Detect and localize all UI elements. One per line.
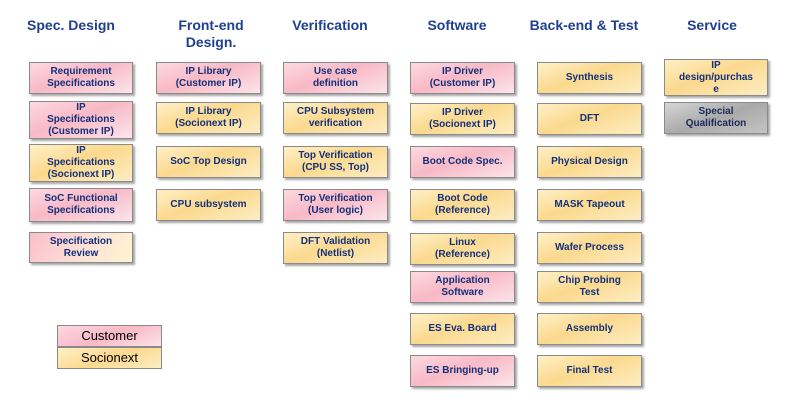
box-es-bringing-up: ES Bringing-up — [410, 355, 515, 387]
box-top-verification-user-logic: Top Verification (User logic) — [283, 189, 388, 221]
column-header-spec-design: Spec. Design — [27, 17, 115, 33]
column-header-back-end-test: Back-end & Test — [529, 17, 639, 33]
column-header-software: Software — [427, 17, 487, 33]
box-es-eva-board: ES Eva. Board — [410, 313, 515, 345]
box-wafer-process: Wafer Process — [537, 232, 642, 264]
box-ip-library-customer: IP Library (Customer IP) — [156, 62, 261, 94]
box-soc-top-design: SoC Top Design — [156, 146, 261, 178]
box-application-software: Application Software — [410, 271, 515, 303]
box-physical-design: Physical Design — [537, 146, 642, 178]
box-ip-specifications-customer: IP Specifications (Customer IP) — [29, 101, 133, 139]
column-header-front-end-design: Front-end Design. — [178, 17, 244, 50]
box-requirement-specifications: Requirement Specifications — [29, 62, 133, 94]
box-top-verification-cpu-ss: Top Verification (CPU SS, Top) — [283, 146, 388, 178]
box-final-test: Final Test — [537, 355, 642, 387]
box-use-case-definition: Use case definition — [283, 62, 388, 94]
box-assembly: Assembly — [537, 313, 642, 345]
box-cpu-subsystem: CPU subsystem — [156, 189, 261, 221]
box-dft-validation-netlist: DFT Validation (Netlist) — [283, 232, 388, 264]
box-ip-driver-socionext: IP Driver (Socionext IP) — [410, 103, 515, 135]
box-specification-review: Specification Review — [29, 232, 133, 263]
box-ip-driver-customer: IP Driver (Customer IP) — [410, 62, 515, 94]
box-synthesis: Synthesis — [537, 62, 642, 94]
box-boot-code-reference: Boot Code (Reference) — [410, 189, 515, 221]
box-ip-specifications-socionext: IP Specifications (Socionext IP) — [29, 144, 133, 182]
box-mask-tapeout: MASK Tapeout — [537, 189, 642, 221]
box-soc-functional-specifications: SoC Functional Specifications — [29, 188, 133, 222]
box-ip-library-socionext: IP Library (Socionext IP) — [156, 102, 261, 134]
box-linux-reference: Linux (Reference) — [410, 233, 515, 265]
column-header-service: Service — [687, 17, 737, 33]
box-ip-design-purchase: IP design/purchas e — [664, 59, 768, 96]
box-chip-probing-test: Chip Probing Test — [537, 271, 642, 303]
box-special-qualification: Special Qualification — [664, 102, 768, 134]
box-cpu-subsystem-verification: CPU Subsystem verification — [283, 102, 388, 134]
legend-customer: Customer — [57, 325, 162, 347]
box-dft: DFT — [537, 103, 642, 135]
column-header-verification: Verification — [292, 17, 368, 33]
box-boot-code-spec: Boot Code Spec. — [410, 146, 515, 178]
legend-socionext: Socionext — [57, 347, 162, 369]
